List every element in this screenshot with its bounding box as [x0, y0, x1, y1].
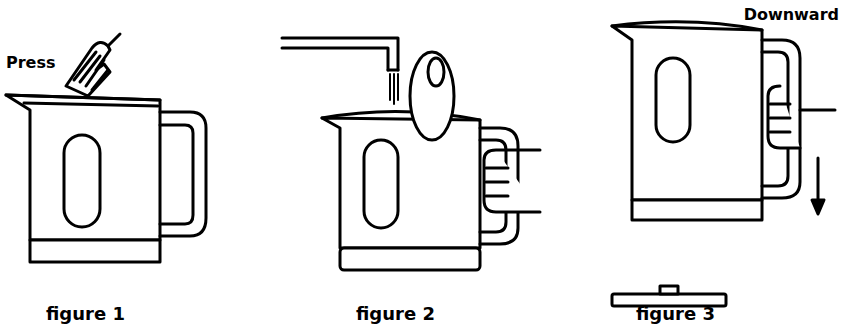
figure-caption: figure 1 — [46, 304, 125, 324]
direction-label: Downward — [744, 6, 839, 24]
figure-caption: figure 3 — [636, 304, 715, 324]
kettle-figure-2 — [282, 38, 540, 270]
figure-caption: figure 2 — [356, 304, 435, 324]
action-label: Press — [6, 54, 56, 72]
kettle-figure-3 — [612, 22, 835, 306]
kettle-figure-1 — [6, 34, 206, 262]
